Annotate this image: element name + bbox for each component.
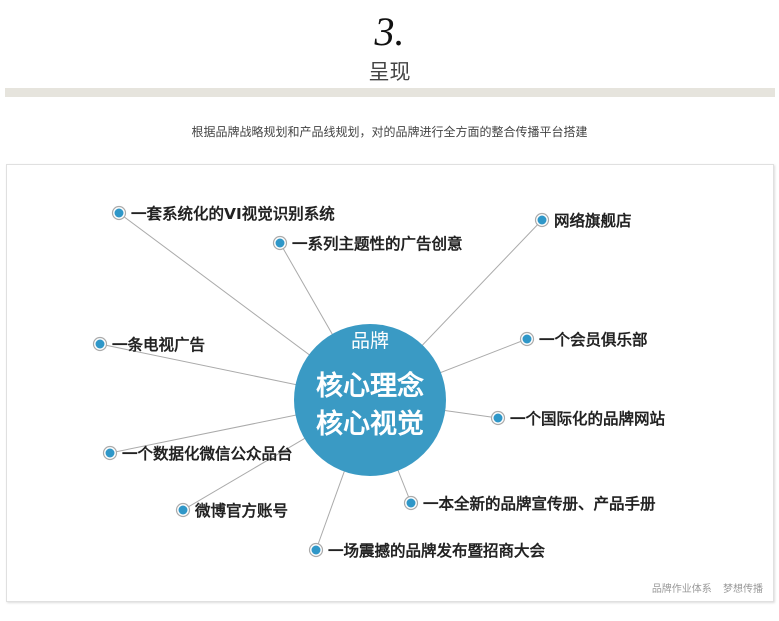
footer: 品牌作业体系 梦想传播 xyxy=(652,580,763,595)
section-title: 呈现 xyxy=(368,60,411,84)
divider-bar xyxy=(5,88,775,97)
node-label: 一条电视广告 xyxy=(112,336,206,354)
center-label-brand: 品牌 xyxy=(350,330,389,352)
footer-right: 梦想传播 xyxy=(723,584,763,595)
node-label: 网络旗舰店 xyxy=(554,212,632,230)
node-label: 一套系统化的VI视觉识别系统 xyxy=(131,205,335,223)
node-label: 一本全新的品牌宣传册、产品手册 xyxy=(423,495,656,513)
section-subtitle: 根据品牌战略规划和产品线规划，对的品牌进行全方面的整合传播平台搭建 xyxy=(191,125,588,139)
section-number: 3. xyxy=(374,9,405,54)
node-label: 一个数据化微信公众品台 xyxy=(122,445,293,463)
diagram-panel xyxy=(6,164,774,602)
node-label: 一个国际化的品牌网站 xyxy=(510,410,666,428)
center-label-core-concept: 核心理念 xyxy=(316,371,424,402)
node-label: 一场震撼的品牌发布暨招商大会 xyxy=(328,542,546,560)
footer-left: 品牌作业体系 xyxy=(651,584,712,595)
node-label: 一个会员俱乐部 xyxy=(539,331,648,349)
center-label-core-visual: 核心视觉 xyxy=(316,409,424,440)
node-label: 一系列主题性的广告创意 xyxy=(292,235,463,253)
node-label: 微博官方账号 xyxy=(195,502,289,520)
center-circle xyxy=(294,324,446,476)
